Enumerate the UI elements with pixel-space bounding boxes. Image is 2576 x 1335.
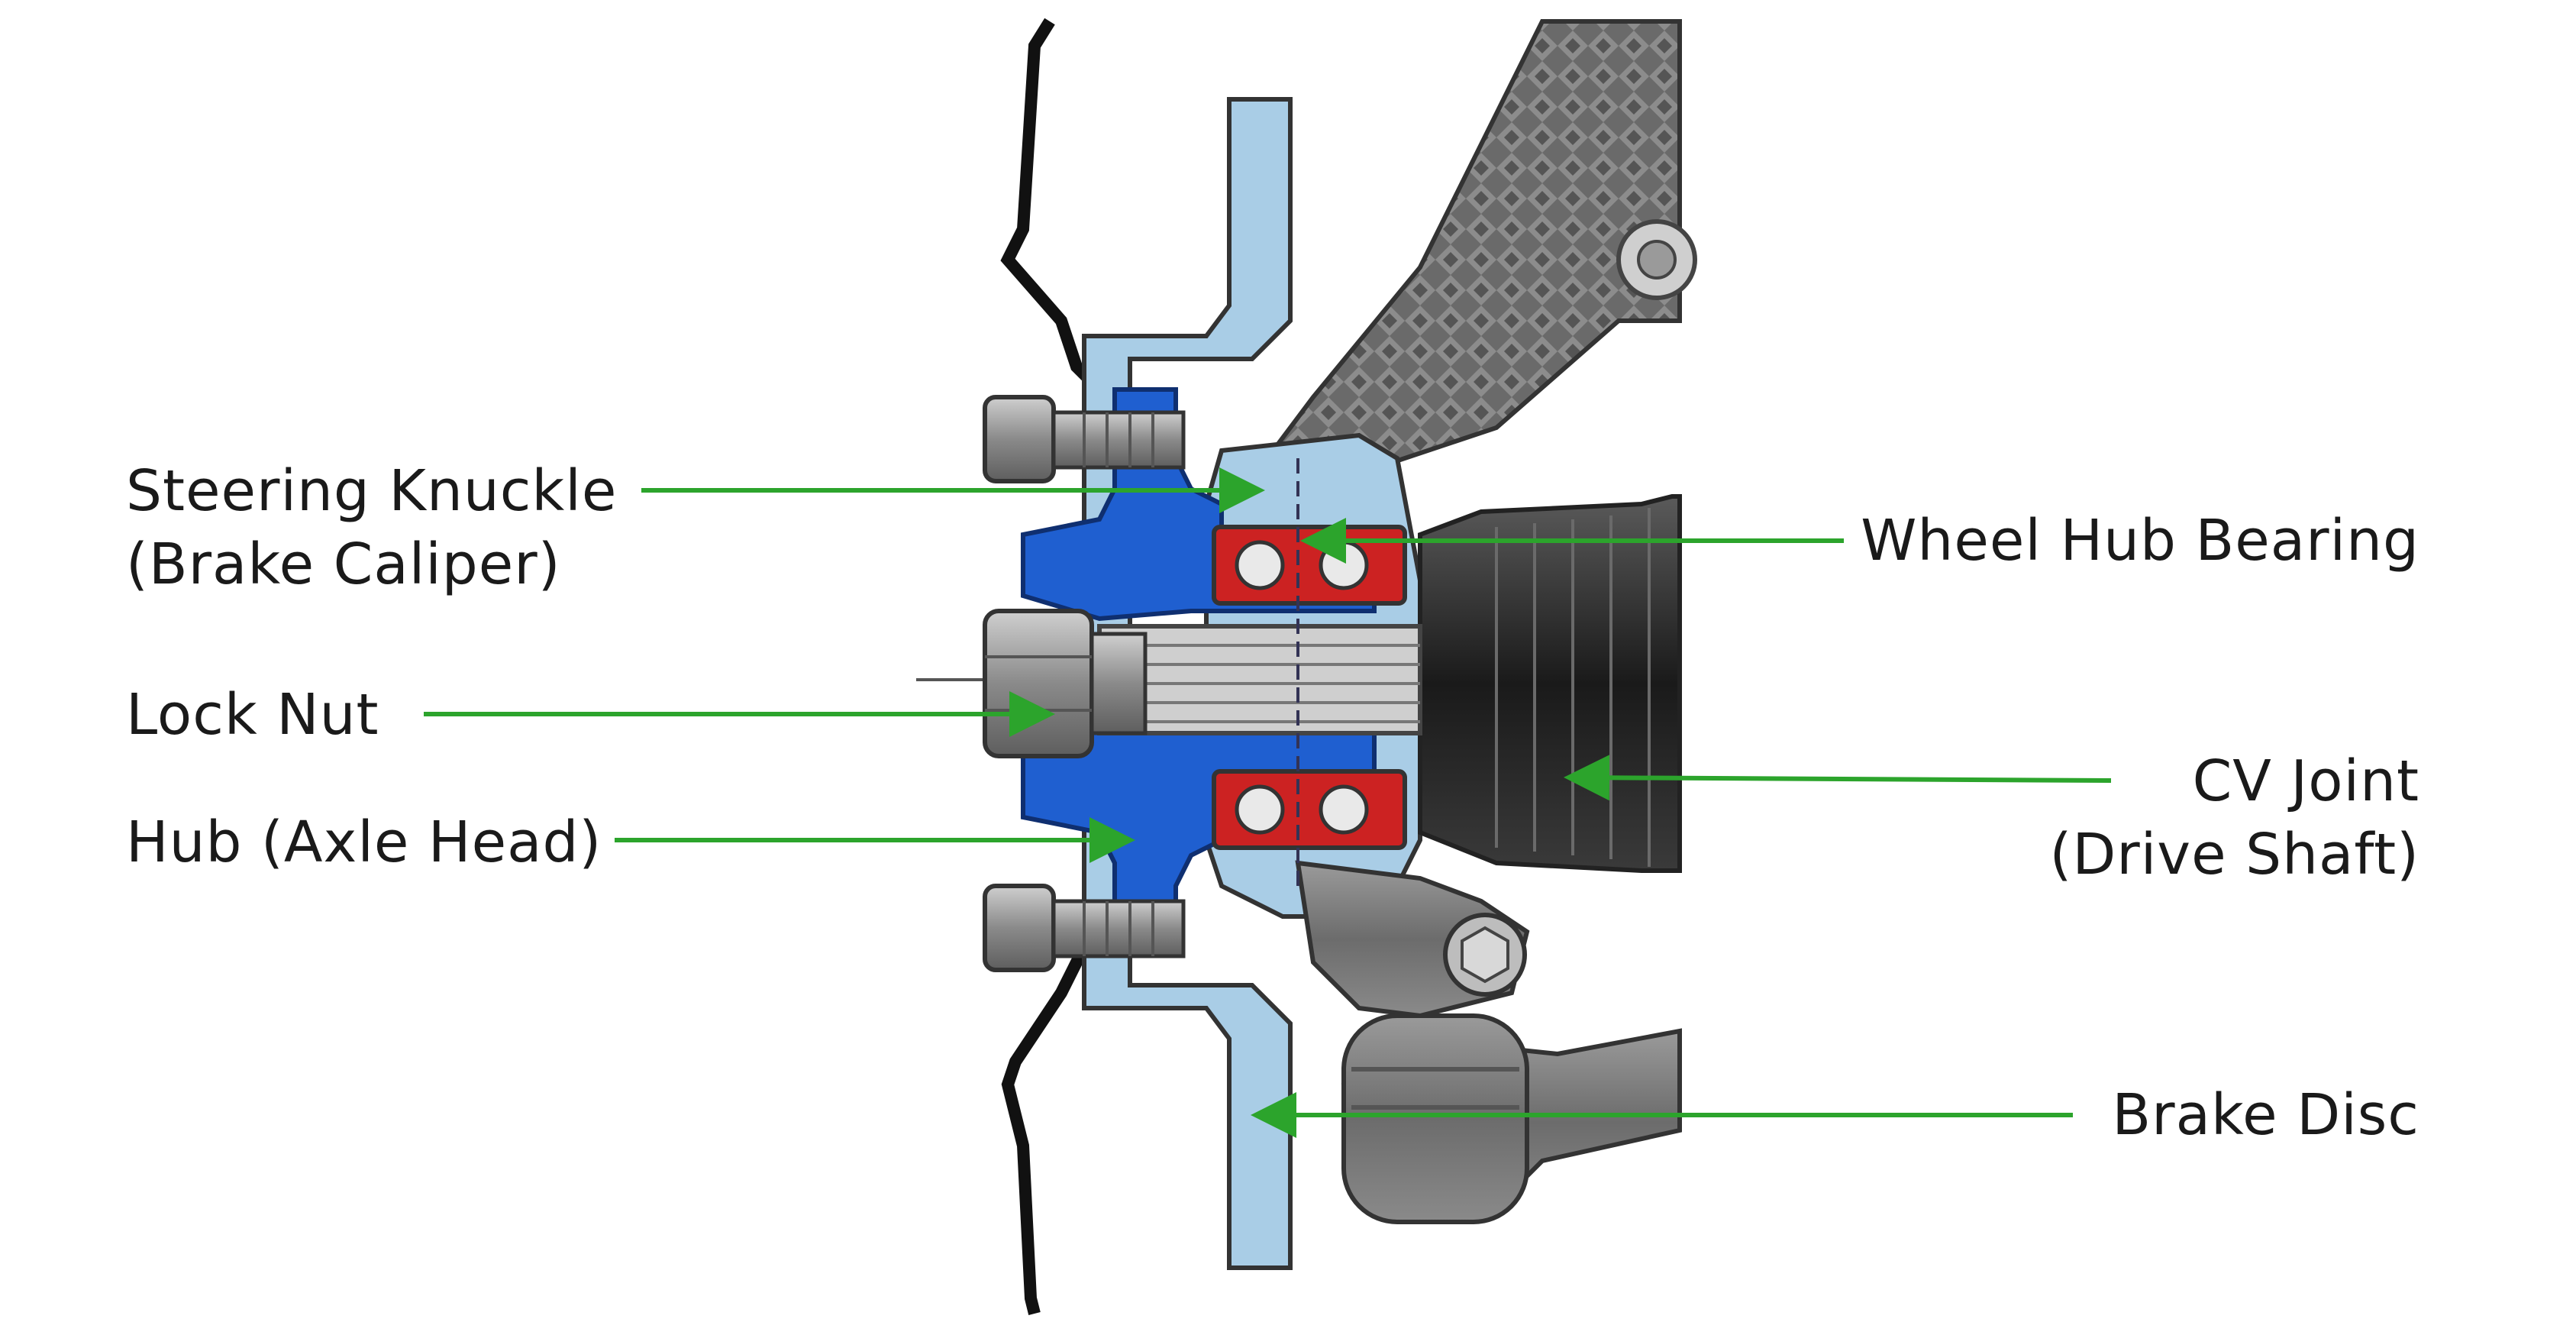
upper-arm bbox=[1263, 19, 1682, 477]
label-wheel-hub-bearing-text: Wheel Hub Bearing bbox=[1861, 508, 2419, 574]
label-steering-knuckle-line1: Steering Knuckle bbox=[126, 458, 618, 524]
label-brake-disc-text: Brake Disc bbox=[2112, 1082, 2419, 1148]
wheel-bolt-top bbox=[983, 395, 1186, 483]
label-wheel-hub-bearing: Wheel Hub Bearing bbox=[1861, 504, 2419, 577]
label-brake-disc: Brake Disc bbox=[2112, 1078, 2419, 1152]
arrow-cv-joint bbox=[1564, 755, 2112, 801]
label-steering-knuckle-line2: (Brake Caliper) bbox=[126, 532, 561, 598]
label-hub: Hub (Axle Head) bbox=[126, 806, 602, 879]
label-hub-text: Hub (Axle Head) bbox=[126, 810, 602, 875]
lock-nut-shape bbox=[983, 609, 1148, 758]
label-steering-knuckle: Steering Knuckle (Brake Caliper) bbox=[126, 454, 617, 601]
wheel-bolt-bottom bbox=[983, 884, 1186, 972]
cv-joint-shape bbox=[1418, 494, 1682, 873]
label-cv-joint: CV Joint (Drive Shaft) bbox=[2049, 745, 2419, 891]
label-cv-joint-line1: CV Joint bbox=[2192, 748, 2419, 814]
label-lock-nut: Lock Nut bbox=[126, 678, 379, 752]
drive-shaft-splines bbox=[1097, 624, 1422, 735]
label-lock-nut-text: Lock Nut bbox=[126, 682, 379, 748]
leader-arrows bbox=[424, 467, 2112, 1138]
label-cv-joint-line2: (Drive Shaft) bbox=[2049, 822, 2419, 888]
